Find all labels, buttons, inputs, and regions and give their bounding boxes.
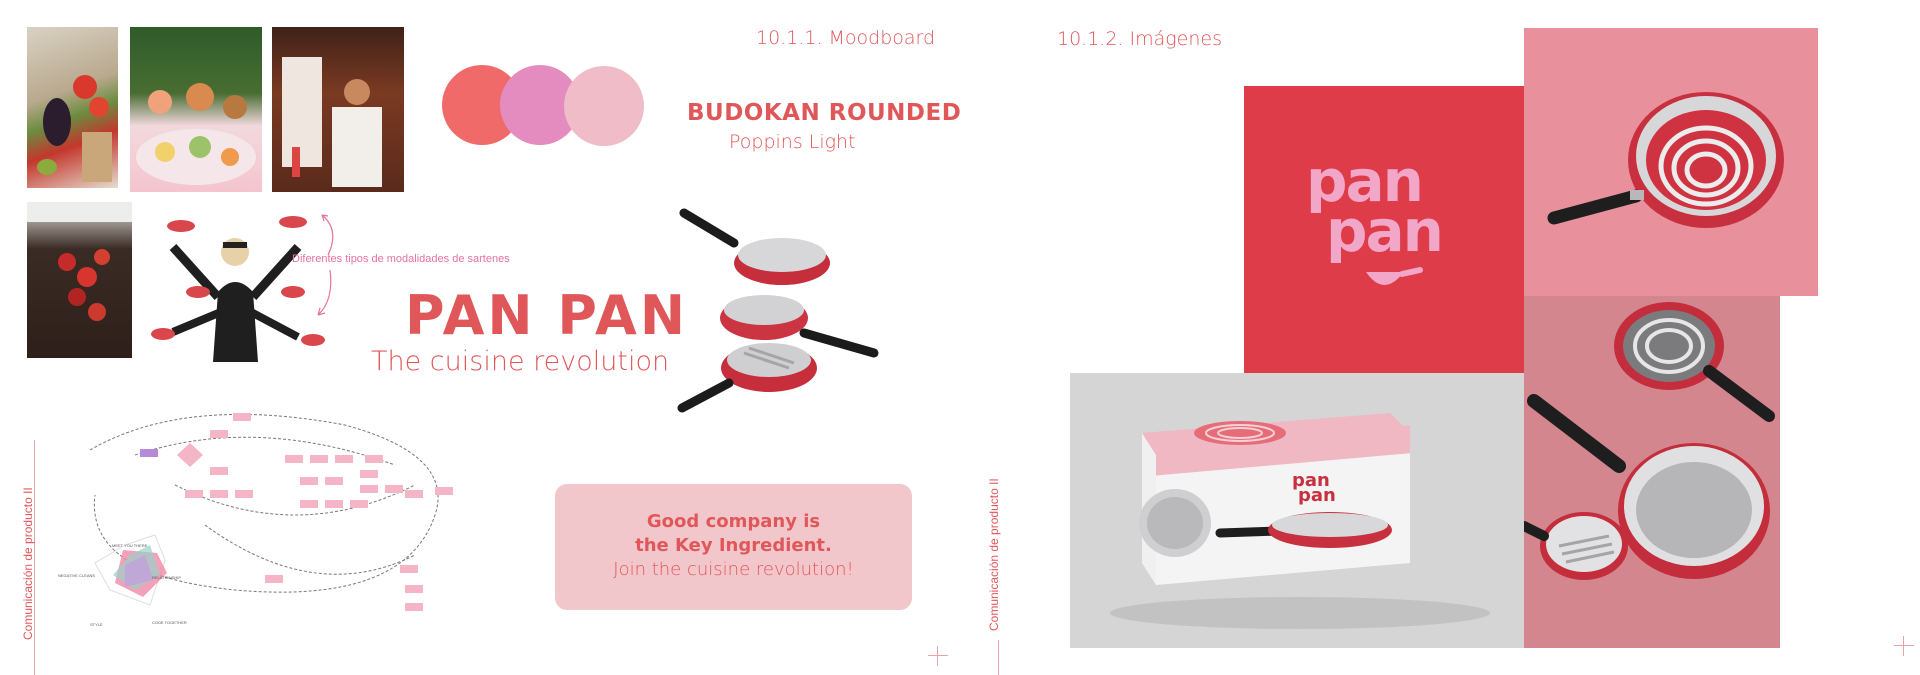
- brand-name: PAN PAN: [405, 284, 689, 347]
- primary-font-name: BUDOKAN ROUNDED: [687, 100, 962, 126]
- right-margin-line: [998, 640, 999, 675]
- slogan-line-1: Good company is: [646, 511, 821, 532]
- moodboard-title: 10.1.1. Moodboard: [756, 27, 936, 49]
- photo-dinner-party: [130, 27, 262, 192]
- pans-composition-panel: [1519, 296, 1780, 648]
- palette-color-3: [564, 66, 644, 146]
- imagenes-title: 10.1.2. Imágenes: [1057, 28, 1222, 50]
- slogan-line-2: the Key Ingredient.: [635, 535, 832, 556]
- logo-panel: pan pan: [1244, 86, 1524, 373]
- radar-label-2: RELATIONSHIP: [152, 575, 182, 580]
- box-mockup-panel: pan pan: [1070, 373, 1524, 648]
- slogan-line-3: Join the cuisine revolution!: [613, 559, 854, 580]
- secondary-font-name: Poppins Light: [729, 131, 856, 153]
- brand-tagline: The cuisine revolution: [371, 346, 670, 377]
- flowchart-diagram: [89, 413, 453, 611]
- pans-annotation: Diferentes tipos de modalidades de sarte…: [292, 253, 510, 265]
- stacked-pans-image: [677, 208, 879, 413]
- logo-line-1: pan: [1306, 147, 1424, 215]
- logo-pan-icon: [1366, 267, 1423, 285]
- radar-label-4: STYLE: [90, 622, 103, 627]
- left-margin-line: [34, 440, 35, 675]
- logo-line-2: pan: [1326, 197, 1444, 265]
- right-crop-mark: [1894, 636, 1914, 656]
- photo-friends-drinking: [272, 27, 404, 192]
- pan-top-panel: [1524, 28, 1818, 296]
- box-logo-line-1: pan: [1292, 470, 1330, 491]
- photo-tomatoes-board: [27, 202, 132, 358]
- box-logo-line-2: pan: [1298, 485, 1336, 506]
- right-vertical-label: Comunicación de producto II: [987, 478, 1001, 631]
- left-crop-mark: [928, 646, 948, 666]
- photo-man-with-pans: [143, 212, 328, 362]
- left-vertical-label: Comunicación de producto II: [21, 487, 35, 640]
- radar-label-3: CODE TOGETHER: [152, 620, 187, 625]
- photo-vegetables: [27, 27, 118, 188]
- annotation-arrows: [317, 214, 334, 316]
- radar-label-1: MEET YOU THERE: [112, 543, 148, 548]
- slogan-box: Good company is the Key Ingredient. Join…: [555, 484, 912, 610]
- radar-label-5: NEGATIVE CLEANS: [58, 573, 96, 578]
